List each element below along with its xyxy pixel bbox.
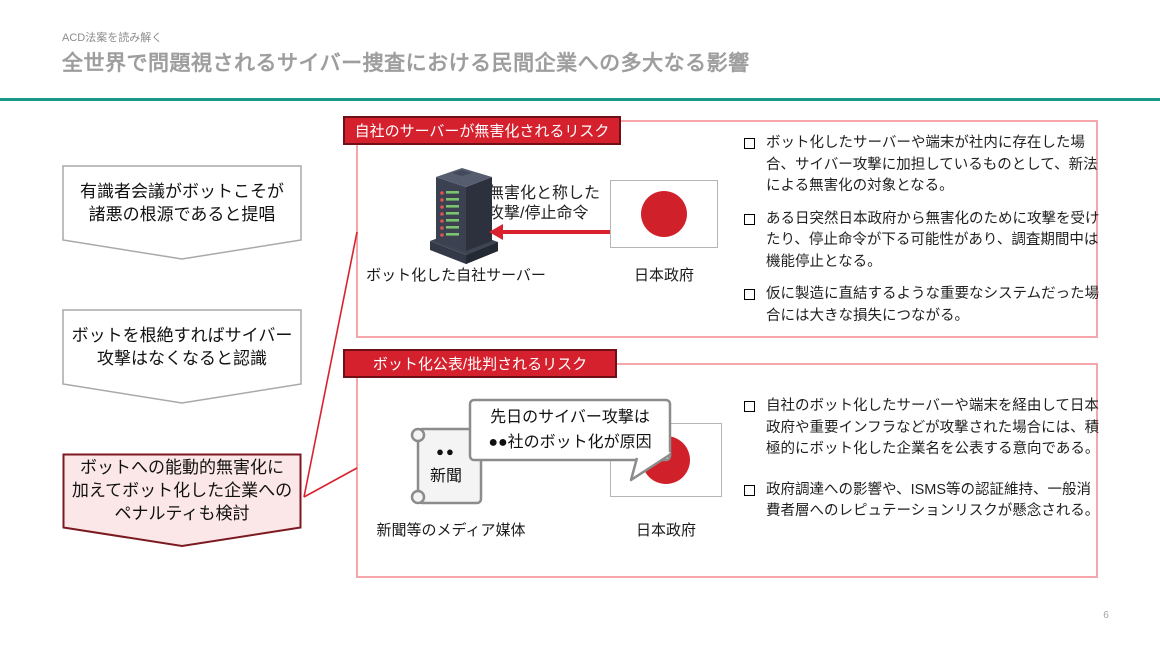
bullet-text: ある日突然日本政府から無害化のために攻撃を受けたり、停止命令が下る可能性があり、…: [766, 210, 1100, 270]
risk-header-1: 自社のサーバーが無害化されるリスク: [343, 116, 621, 145]
page-number: 6: [1103, 610, 1109, 621]
bullet-item: 政府調達への影響や、ISMS等の認証維持、一般消費者層へのレピュテーションリスク…: [744, 480, 1104, 523]
server-icon: [430, 168, 498, 264]
page-title: 全世界で問題視されるサイバー捜査における民間企業への多大なる影響: [62, 52, 750, 75]
checkbox-bullet-icon: [744, 401, 755, 412]
risk-box-disclosure: [356, 363, 1098, 578]
checkbox-bullet-icon: [744, 484, 755, 496]
server-label: ボット化した自社サーバー: [366, 267, 546, 284]
checkbox-bullet-icon: [744, 289, 755, 300]
risk-2-bullets: 自社のボット化したサーバーや端末を経由して日本政府や重要インフラなどが攻撃された…: [744, 396, 1104, 523]
step-text: ボットへの能動的無害化に 加えてボット化した企業への ペナルティも検討: [71, 458, 293, 523]
speech-bubble-icon: [468, 398, 672, 482]
step-text: 有識者会議がボットこそが 諸悪の根源であると提唱: [80, 181, 284, 224]
government-label: 日本政府: [635, 522, 696, 539]
argument-step-1: 有識者会議がボットこそが 諸悪の根源であると提唱: [62, 165, 302, 261]
japan-flag-icon: [610, 180, 718, 248]
argument-step-3-highlighted: ボットへの能動的無害化に 加えてボット化した企業への ペナルティも検討: [62, 453, 302, 549]
bullet-text: ボット化したサーバーや端末が社内に存在した場合、サイバー攻撃に加担しているものと…: [766, 135, 1098, 194]
arrow-label: 無害化と称した 攻撃/停止命令: [488, 185, 601, 222]
step-text: ボットを根絶すればサイバー 攻撃はなくなると認識: [71, 325, 293, 368]
bullet-item: ある日突然日本政府から無害化のために攻撃を受けたり、停止命令が下る可能性があり、…: [744, 209, 1100, 274]
title-divider: [0, 98, 1160, 101]
newspaper-dots: ●●: [436, 444, 456, 459]
argument-step-2: ボットを根絶すればサイバー 攻撃はなくなると認識: [62, 309, 302, 405]
media-label: 新聞等のメディア媒体: [376, 522, 526, 539]
risk-box-neutralization: [356, 120, 1098, 338]
checkbox-bullet-icon: [744, 138, 755, 149]
bullet-item: 自社のボット化したサーバーや端末を経由して日本政府や重要インフラなどが攻撃された…: [744, 396, 1104, 461]
bullet-text: 仮に製造に直結するような重要なシステムだった場合には大きな損失につながる。: [766, 286, 1100, 324]
attack-arrow-icon: [489, 224, 611, 240]
chevron-shape-icon: [62, 453, 302, 548]
chevron-shape-icon: [62, 309, 302, 404]
eyebrow: ACD法案を読み解く: [62, 32, 163, 44]
flag-sun-circle: [641, 191, 687, 237]
bullet-text: 自社のボット化したサーバーや端末を経由して日本政府や重要インフラなどが攻撃された…: [766, 398, 1100, 457]
chevron-shape-icon: [62, 165, 302, 260]
bullet-item: 仮に製造に直結するような重要なシステムだった場合には大きな損失につながる。: [744, 284, 1100, 327]
newspaper-name: 新聞: [429, 468, 462, 485]
risk-header-2: ボット化公表/批判されるリスク: [343, 349, 617, 378]
bubble-text: 先日のサイバー攻撃は ●●社のボット化が原因: [488, 409, 652, 451]
bullet-text: 政府調達への影響や、ISMS等の認証維持、一般消費者層へのレピュテーションリスク…: [766, 481, 1100, 520]
checkbox-bullet-icon: [744, 213, 755, 225]
bullet-item: ボット化したサーバーや端末が社内に存在した場合、サイバー攻撃に加担しているものと…: [744, 133, 1100, 198]
newspaper-icon: [410, 427, 483, 505]
government-label: 日本政府: [633, 267, 694, 284]
risk-1-bullets: ボット化したサーバーや端末が社内に存在した場合、サイバー攻撃に加担しているものと…: [744, 133, 1100, 327]
